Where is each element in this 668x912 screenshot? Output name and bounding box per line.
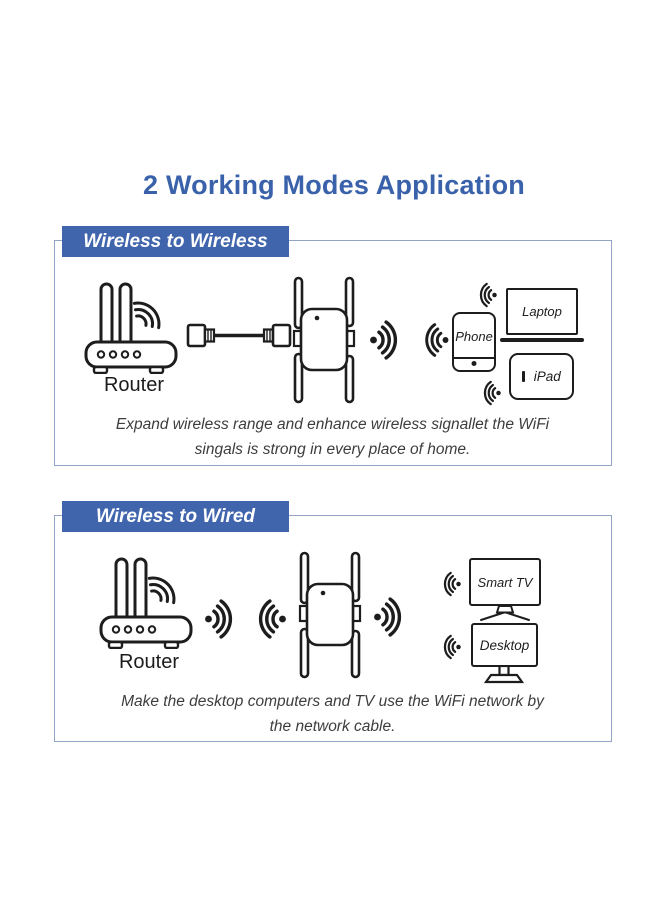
signal-waves-right-icon <box>372 596 404 638</box>
section-caption: Expand wireless range and enhance wirele… <box>54 412 611 462</box>
phone-device: Phone <box>452 312 496 372</box>
section-caption: Make the desktop computers and TV use th… <box>54 689 611 739</box>
signal-waves-left-icon <box>423 322 450 358</box>
section-header-label: Wireless to Wired <box>95 505 256 527</box>
section-header-label: Wireless to Wireless <box>83 230 268 252</box>
laptop-device: Laptop <box>506 288 578 335</box>
wifi-extender-icon <box>292 276 356 404</box>
signal-waves-left-icon <box>256 598 288 640</box>
caption-line-2: singals is strong in every place of home… <box>194 441 471 458</box>
desktop-label: Desktop <box>479 637 530 653</box>
signal-waves-right-icon <box>203 598 235 640</box>
router-icon <box>80 278 188 374</box>
desktop-stand <box>480 666 528 684</box>
ipad-device: iPad <box>509 353 574 400</box>
wifi-signal-icon <box>442 634 462 660</box>
phone-label: Phone <box>455 328 493 344</box>
section-header-wireless-to-wireless: Wireless to Wireless <box>62 226 289 257</box>
caption-line-1: Expand wireless range and enhance wirele… <box>115 416 550 433</box>
signal-waves-right-icon <box>368 319 400 361</box>
desktop-device: Desktop <box>471 623 538 667</box>
router-icon <box>95 553 203 649</box>
phone-divider <box>454 357 494 359</box>
laptop-label: Laptop <box>522 304 562 319</box>
phone-home-button <box>471 361 477 366</box>
page-title: 2 Working Modes Application <box>143 170 525 200</box>
wifi-signal-icon <box>482 380 502 406</box>
ethernet-cable-icon <box>186 321 292 351</box>
section-header-wireless-to-wired: Wireless to Wired <box>62 501 289 532</box>
router-label: Router <box>103 374 165 396</box>
router-label: Router <box>118 651 180 673</box>
wifi-signal-icon <box>442 571 462 597</box>
caption-line-2: the network cable. <box>269 718 396 735</box>
smart-tv-label: Smart TV <box>477 574 533 590</box>
wifi-extender-icon <box>298 551 362 679</box>
ipad-camera-bar <box>522 371 525 382</box>
smart-tv-device: Smart TV <box>469 558 541 606</box>
wifi-signal-icon <box>478 282 498 308</box>
ipad-label: iPad <box>533 369 561 384</box>
laptop-base <box>500 338 584 342</box>
tv-stand <box>477 606 533 622</box>
caption-line-1: Make the desktop computers and TV use th… <box>121 693 544 710</box>
